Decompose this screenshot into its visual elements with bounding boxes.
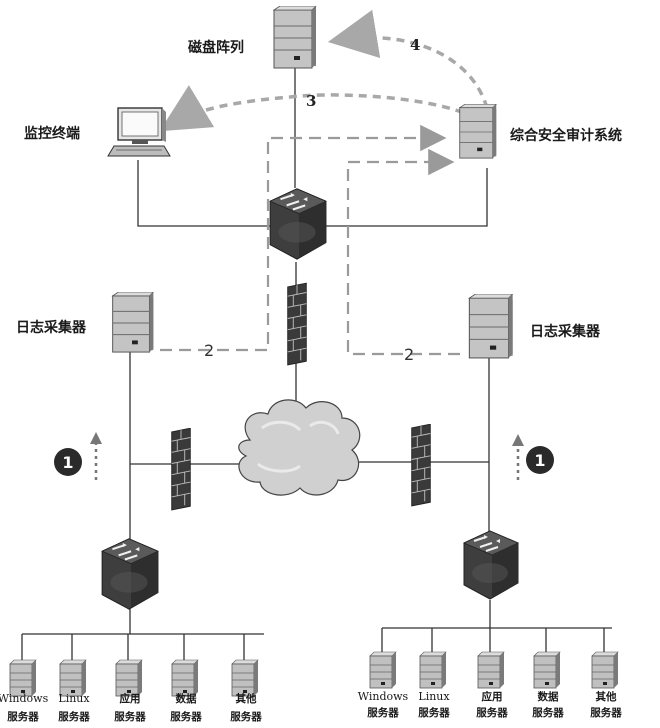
server-icon bbox=[231, 659, 259, 697]
audit-server-icon bbox=[459, 104, 497, 159]
flow-arrow-3 bbox=[159, 85, 477, 132]
left-switch-icon bbox=[101, 537, 159, 611]
svg-text:1: 1 bbox=[534, 451, 545, 470]
server-label-line2: 服务器 bbox=[418, 706, 450, 719]
right-switch-icon bbox=[462, 529, 520, 601]
server-label-line2: 服务器 bbox=[590, 706, 622, 719]
server-icon bbox=[115, 659, 143, 697]
step-badge-right: 1 bbox=[526, 446, 554, 474]
server-label-line1: 数据 bbox=[175, 692, 197, 705]
flow-number-2-left: 2 bbox=[204, 341, 214, 360]
server-label-line1: Windows bbox=[358, 690, 409, 703]
flow-path-2-right bbox=[346, 148, 460, 356]
log-collector-right-icon bbox=[468, 294, 514, 359]
server-label-line2: 服务器 bbox=[170, 710, 202, 723]
firewall-left-icon bbox=[171, 428, 191, 511]
server-label-line2: 服务器 bbox=[230, 710, 262, 723]
audit-system-label: 综合安全审计系统 bbox=[510, 127, 622, 144]
flow-path-2-left bbox=[160, 124, 447, 352]
server-icon bbox=[9, 659, 37, 697]
log-collector-left-label: 日志采集器 bbox=[16, 319, 87, 336]
server-icon bbox=[369, 651, 397, 689]
disk-array-label: 磁盘阵列 bbox=[188, 39, 244, 56]
server-label-line2: 服务器 bbox=[532, 706, 564, 719]
server-label-line1: Linux bbox=[418, 690, 450, 703]
server-label-line1: Windows bbox=[0, 692, 49, 705]
server-icon bbox=[533, 651, 561, 689]
log-collector-left-icon bbox=[112, 292, 154, 353]
server-icon bbox=[477, 651, 505, 689]
server-label-line2: 服务器 bbox=[58, 710, 90, 723]
log-collector-right-label: 日志采集器 bbox=[530, 323, 601, 340]
flow-number-4: 4 bbox=[410, 36, 420, 54]
disk-array-icon bbox=[273, 6, 317, 69]
right-server-labels: Windows 服务器 Linux 服务器 应用 服务器 数据 服务器 其他 服… bbox=[358, 690, 622, 719]
server-label-line1: 数据 bbox=[537, 690, 559, 703]
flow-number-2-right: 2 bbox=[404, 345, 414, 364]
monitor-terminal-icon bbox=[107, 107, 171, 157]
server-label-line1: 应用 bbox=[120, 692, 141, 705]
data-flow-paths bbox=[90, 9, 524, 480]
firewall-right-icon bbox=[411, 424, 431, 507]
server-label-line2: 服务器 bbox=[476, 706, 508, 719]
server-label-line2: 服务器 bbox=[114, 710, 146, 723]
cloud-network bbox=[238, 399, 361, 496]
server-label-line2: 服务器 bbox=[367, 706, 399, 719]
server-label-line1: 其他 bbox=[236, 692, 257, 705]
server-icon bbox=[419, 651, 447, 689]
svg-text:1: 1 bbox=[62, 453, 73, 472]
server-label-line1: 应用 bbox=[482, 690, 503, 703]
network-links bbox=[21, 68, 612, 660]
server-icon bbox=[591, 651, 619, 689]
left-server-labels: Windows 服务器 Linux 服务器 应用 服务器 数据 服务器 其他 服… bbox=[0, 692, 262, 723]
server-icon bbox=[59, 659, 87, 697]
flow-arrow-4 bbox=[327, 9, 489, 109]
server-label-line1: Linux bbox=[58, 692, 90, 705]
flow-number-3: 3 bbox=[306, 92, 316, 110]
core-switch-icon bbox=[269, 187, 327, 261]
step-badge-left: 1 bbox=[54, 448, 82, 476]
firewall-top-icon bbox=[287, 282, 307, 366]
server-label-line2: 服务器 bbox=[7, 710, 39, 723]
monitor-terminal-label: 监控终端 bbox=[24, 125, 80, 142]
server-icon bbox=[171, 659, 199, 697]
server-label-line1: 其他 bbox=[596, 690, 617, 703]
